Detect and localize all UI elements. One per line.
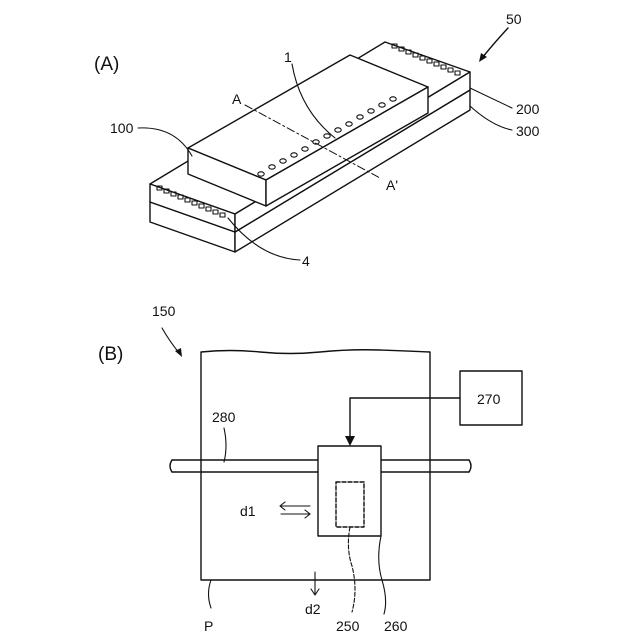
panel-a-label: (A) <box>94 54 119 75</box>
ref-150: 150 <box>152 303 176 319</box>
ref-100: 100 <box>110 120 134 136</box>
ref-A-prime: A' <box>386 177 398 193</box>
ref-A: A <box>232 91 242 107</box>
ref-P: P <box>204 618 213 634</box>
ref-d2: d2 <box>305 601 321 617</box>
ref-260: 260 <box>384 618 408 634</box>
leader-P <box>209 580 212 608</box>
ref-250: 250 <box>336 618 360 634</box>
leader-200 <box>470 88 512 108</box>
leader-100 <box>138 128 192 156</box>
ref-50: 50 <box>506 11 522 27</box>
ref-4: 4 <box>302 253 310 269</box>
panel-b-label: (B) <box>98 344 123 365</box>
ref-270: 270 <box>477 391 501 407</box>
ref-1: 1 <box>284 49 292 65</box>
ref-280: 280 <box>212 409 236 425</box>
medium-P <box>201 350 430 580</box>
carriage-260 <box>318 446 381 536</box>
leader-50 <box>482 28 508 58</box>
ref-300: 300 <box>516 123 540 139</box>
ref-200: 200 <box>516 101 540 117</box>
ref-d1: d1 <box>240 503 256 519</box>
leader-300 <box>470 106 512 130</box>
